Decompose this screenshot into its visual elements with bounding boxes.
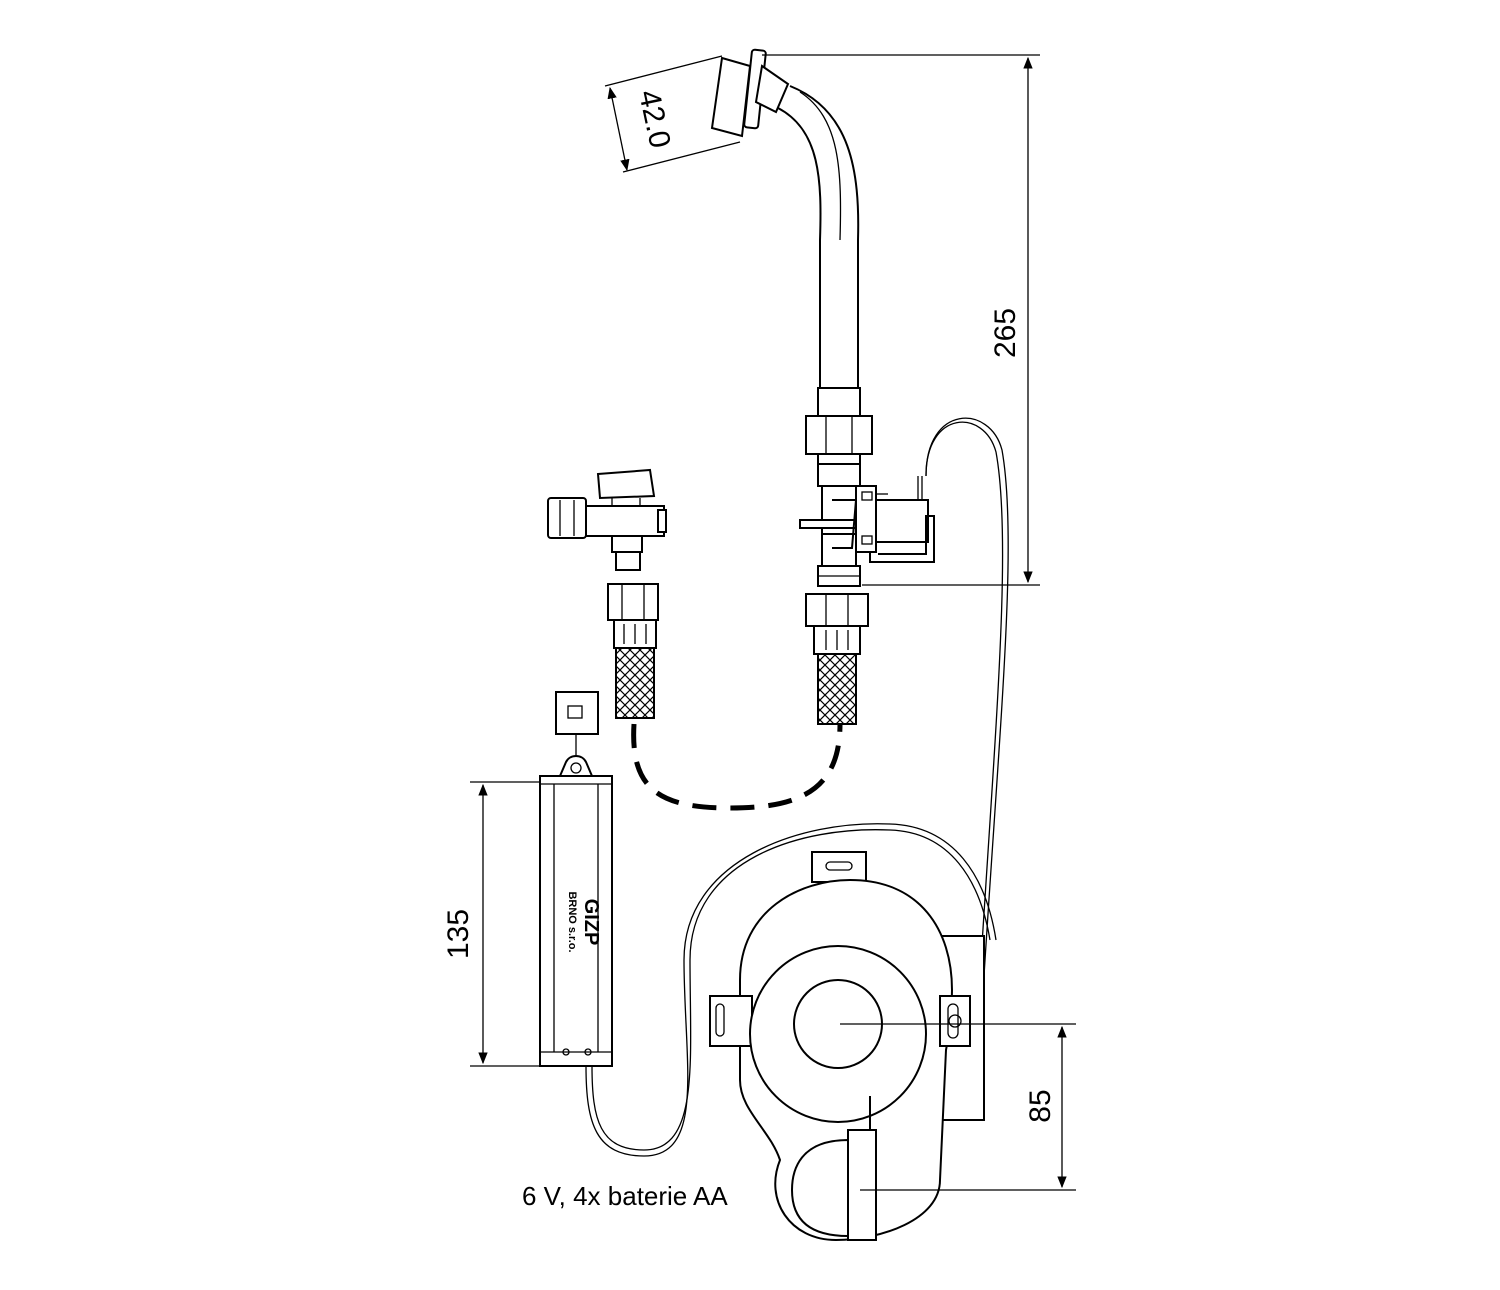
dimension-battery-box: 135 [442, 781, 540, 1067]
angle-valve-hose-nut [607, 583, 659, 621]
sensor-housing [709, 851, 985, 1242]
power-caption: 6 V, 4x baterie AA [522, 1181, 728, 1211]
svg-text:BRNO s.r.o.: BRNO s.r.o. [566, 891, 578, 952]
dimension-sensor-offset: 85 [840, 1023, 1076, 1191]
battery-box: GIZP BRNO s.r.o. [539, 691, 613, 1067]
braided-hose-left [615, 647, 655, 719]
gizp-logo: GIZP BRNO s.r.o. [566, 891, 602, 952]
upper-hex-nut [805, 415, 873, 455]
dimension-spout-height: 265 [762, 54, 1040, 586]
dimension-label-85: 85 [1024, 1089, 1057, 1122]
spout-collar [754, 64, 790, 114]
battery-power-cable [591, 829, 991, 1151]
wall-hanger [555, 691, 599, 735]
battery-box-body [539, 775, 613, 1067]
dimension-label-265: 265 [989, 308, 1022, 358]
spout [710, 48, 860, 389]
dimension-label-135: 135 [442, 909, 475, 959]
braided-hose-right [817, 653, 857, 725]
dashed-hose-connection [631, 723, 843, 811]
sensor-cable [925, 417, 1009, 977]
dimension-label-42: 42.0 [632, 87, 676, 151]
sensor-lower-lens [790, 1138, 849, 1238]
lower-hex-nut [805, 593, 869, 627]
spout-nozzle [710, 56, 752, 138]
solenoid-valve-assembly [799, 387, 935, 725]
svg-text:GIZP: GIZP [580, 899, 602, 946]
angle-valve [547, 468, 667, 719]
